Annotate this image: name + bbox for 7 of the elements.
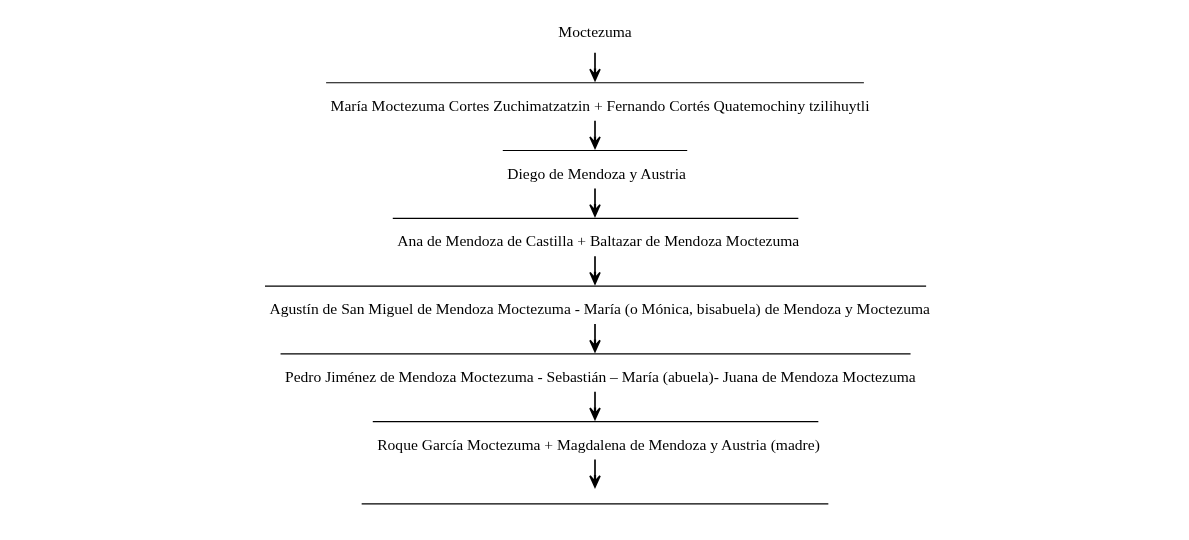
node-text: Agustín de San Miguel de Mendoza Moctezuma - María (o Mónica, bisabuela) de Mendoza y Moctezuma: [268, 300, 930, 318]
node-text: Pedro Jiménez de Mendoza Moctezuma - Sebastián – María (abuela)- Juana de Mendoza Moctezuma: [284, 367, 916, 385]
node-text: Ana de Mendoza de Castilla + Baltazar de Mendoza Moctezuma: [396, 232, 799, 250]
node-text: Roque García Moctezuma + Magdalena de Mendoza y Austria (madre): [376, 435, 820, 453]
node-text: María Moctezuma Cortes Zuchimatzatzin + Fernando Cortés Quatemochiny tzilihuytli: [330, 96, 870, 114]
node-text: Moctezuma: [557, 23, 632, 41]
node-text: Diego de Mendoza y Austria: [506, 164, 686, 182]
